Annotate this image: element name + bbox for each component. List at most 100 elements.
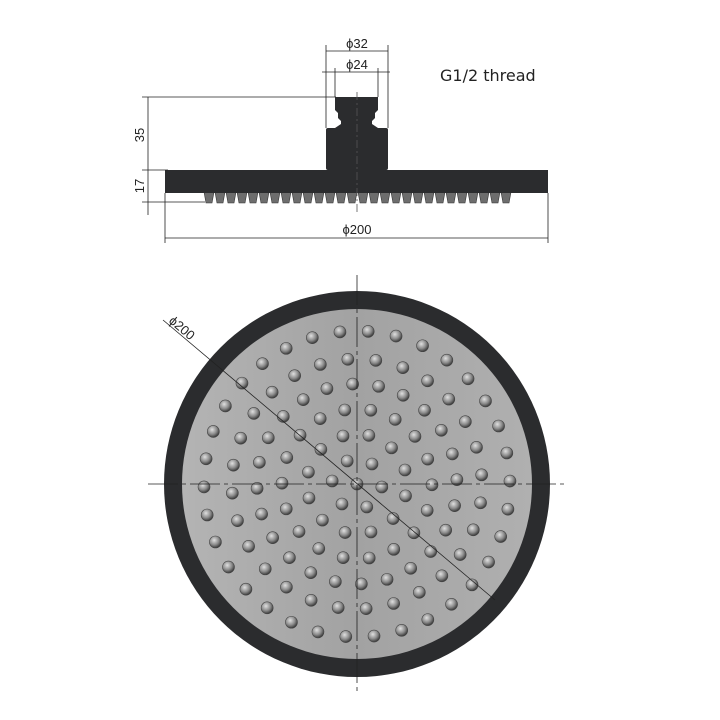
nozzle bbox=[459, 415, 472, 428]
nozzle bbox=[242, 540, 255, 553]
nozzle bbox=[492, 419, 505, 433]
nozzle bbox=[276, 410, 290, 423]
nozzle bbox=[302, 491, 316, 505]
nozzle bbox=[296, 393, 310, 406]
plan-view: ϕ200 bbox=[148, 275, 566, 693]
nozzle bbox=[503, 474, 517, 488]
nozzle bbox=[435, 569, 449, 583]
nozzle bbox=[386, 512, 400, 525]
nozzle bbox=[226, 486, 239, 500]
side-nozzle bbox=[247, 191, 259, 204]
nozzle bbox=[222, 560, 235, 574]
nozzle bbox=[288, 369, 301, 382]
side-nozzle bbox=[291, 191, 303, 204]
side-nozzle bbox=[412, 191, 424, 204]
nozzle bbox=[341, 353, 355, 366]
plan-nozzles bbox=[197, 325, 517, 643]
nozzle bbox=[387, 597, 400, 610]
nozzle bbox=[285, 615, 298, 629]
nozzle bbox=[279, 342, 293, 355]
nozzle bbox=[280, 451, 294, 464]
side-nozzle bbox=[214, 191, 226, 204]
nozzle bbox=[338, 526, 352, 539]
plan-center-lines bbox=[148, 275, 566, 693]
nozzle bbox=[260, 601, 274, 615]
side-nozzle bbox=[445, 191, 457, 204]
nozzle bbox=[375, 480, 389, 494]
side-nozzle bbox=[390, 191, 402, 204]
nozzle bbox=[482, 555, 495, 569]
nozzle bbox=[361, 325, 375, 338]
nozzle bbox=[247, 407, 261, 420]
nozzle bbox=[314, 358, 327, 371]
nozzle bbox=[280, 580, 293, 594]
nozzle bbox=[372, 380, 385, 393]
nozzle bbox=[446, 447, 459, 461]
nozzle bbox=[420, 504, 434, 517]
nozzle bbox=[404, 562, 418, 575]
dim-dia-32 bbox=[325, 45, 389, 128]
side-nozzle bbox=[258, 191, 270, 204]
nozzle bbox=[479, 394, 492, 408]
nozzle bbox=[450, 473, 464, 486]
nozzle bbox=[312, 542, 326, 555]
nozzle bbox=[421, 452, 435, 466]
nozzle bbox=[346, 377, 359, 391]
dim-dia-200-plan-label: ϕ200 bbox=[166, 313, 198, 343]
nozzle bbox=[197, 480, 211, 494]
nozzle bbox=[313, 412, 327, 425]
nozzle bbox=[421, 374, 434, 388]
nozzle bbox=[265, 385, 279, 399]
nozzle bbox=[338, 403, 352, 417]
nozzle bbox=[408, 430, 422, 443]
nozzle bbox=[360, 500, 374, 514]
nozzle bbox=[448, 499, 461, 512]
nozzle bbox=[396, 389, 410, 402]
nozzle bbox=[362, 429, 376, 442]
nozzle bbox=[311, 625, 325, 639]
nozzle bbox=[250, 482, 264, 495]
nozzle bbox=[407, 526, 421, 540]
nozzle bbox=[439, 523, 452, 537]
nozzle bbox=[335, 497, 349, 511]
side-nozzle bbox=[236, 191, 248, 204]
side-nozzle bbox=[346, 191, 358, 204]
nozzle bbox=[262, 431, 275, 445]
nozzle bbox=[418, 403, 431, 417]
nozzle bbox=[275, 476, 289, 490]
dim-dia-24-label: ϕ24 bbox=[346, 57, 368, 72]
side-nozzle bbox=[203, 191, 215, 204]
nozzle bbox=[475, 468, 488, 482]
side-nozzle bbox=[313, 191, 325, 204]
nozzle bbox=[369, 354, 383, 367]
nozzle bbox=[421, 613, 435, 626]
side-nozzle bbox=[335, 191, 347, 204]
nozzle bbox=[199, 452, 213, 466]
nozzle bbox=[440, 353, 454, 367]
diameter-leader bbox=[162, 319, 496, 601]
side-nozzle bbox=[489, 191, 501, 204]
thread-note: G1/2 thread bbox=[440, 66, 536, 85]
dim-heights bbox=[142, 96, 336, 215]
nozzle bbox=[364, 525, 378, 539]
nozzle bbox=[336, 551, 350, 565]
nozzle bbox=[325, 474, 339, 488]
nozzle bbox=[253, 456, 266, 469]
side-nozzle bbox=[225, 191, 237, 204]
nozzle bbox=[387, 543, 401, 556]
nozzle bbox=[292, 525, 306, 538]
nozzle bbox=[227, 458, 240, 472]
dim-dia-32-label: ϕ32 bbox=[346, 36, 368, 51]
nozzle bbox=[279, 502, 293, 516]
nozzle bbox=[235, 376, 249, 390]
nozzle bbox=[331, 601, 345, 614]
side-nozzle bbox=[379, 191, 391, 204]
side-nozzle bbox=[456, 191, 468, 204]
dim-height-35-label: 35 bbox=[132, 128, 147, 142]
side-nozzles bbox=[203, 191, 512, 204]
side-nozzle bbox=[401, 191, 413, 204]
side-nozzle bbox=[357, 191, 369, 204]
nozzle bbox=[266, 531, 279, 545]
nozzle bbox=[255, 507, 268, 521]
nozzle bbox=[302, 465, 315, 479]
